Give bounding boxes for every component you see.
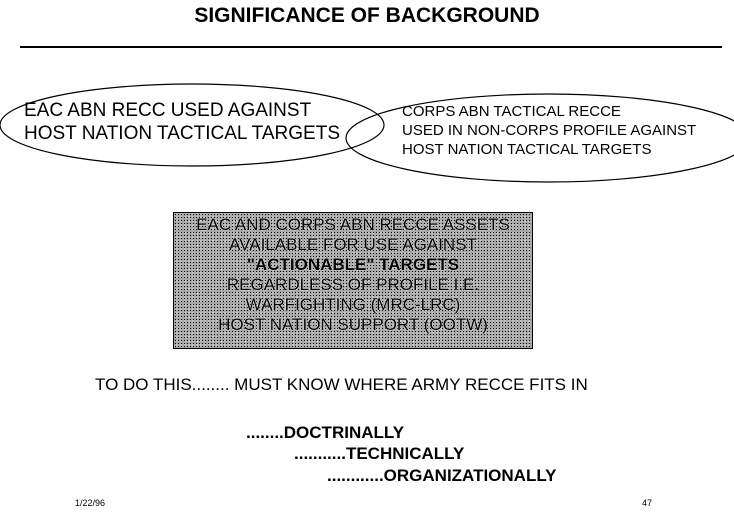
left-line: EAC ABN RECC USED AGAINST xyxy=(24,100,312,121)
left-ellipse-text: EAC ABN RECC USED AGAINST HOST NATION TA… xyxy=(24,99,340,145)
right-ellipse-text: CORPS ABN TACTICAL RECCE USED IN NON-COR… xyxy=(402,102,696,159)
todo-text: TO DO THIS........ MUST KNOW WHERE ARMY … xyxy=(95,375,588,394)
way-technically: ...........TECHNICALLY xyxy=(294,444,465,463)
left-ellipse xyxy=(0,83,385,167)
box-line: EAC AND CORPS ABN RECCE ASSETS xyxy=(196,215,510,234)
right-ellipse xyxy=(345,93,734,183)
box-line: AVAILABLE FOR USE AGAINST xyxy=(229,235,477,254)
assets-box: EAC AND CORPS ABN RECCE ASSETS AVAILABLE… xyxy=(173,212,533,349)
box-line: REGARDLESS OF PROFILE I.E. xyxy=(226,275,480,294)
box-line: "ACTIONABLE" TARGETS xyxy=(246,255,460,274)
way-organizationally: ............ORGANIZATIONALLY xyxy=(327,466,557,485)
right-line: HOST NATION TACTICAL TARGETS xyxy=(402,141,652,158)
box-line: WARFIGHTING (MRC-LRC) xyxy=(245,295,461,314)
box-line: HOST NATION SUPPORT (OOTW) xyxy=(218,315,488,334)
slide-title: SIGNIFICANCE OF BACKGROUND xyxy=(194,4,540,27)
footer-date: 1/22/96 xyxy=(75,498,106,508)
right-line: USED IN NON-CORPS PROFILE AGAINST xyxy=(402,122,697,139)
right-line: CORPS ABN TACTICAL RECCE xyxy=(402,103,621,120)
footer-page-number: 47 xyxy=(642,498,653,508)
left-line: HOST NATION TACTICAL TARGETS xyxy=(24,123,341,144)
way-doctrinally: ........DOCTRINALLY xyxy=(246,423,405,442)
title-divider xyxy=(20,46,722,48)
